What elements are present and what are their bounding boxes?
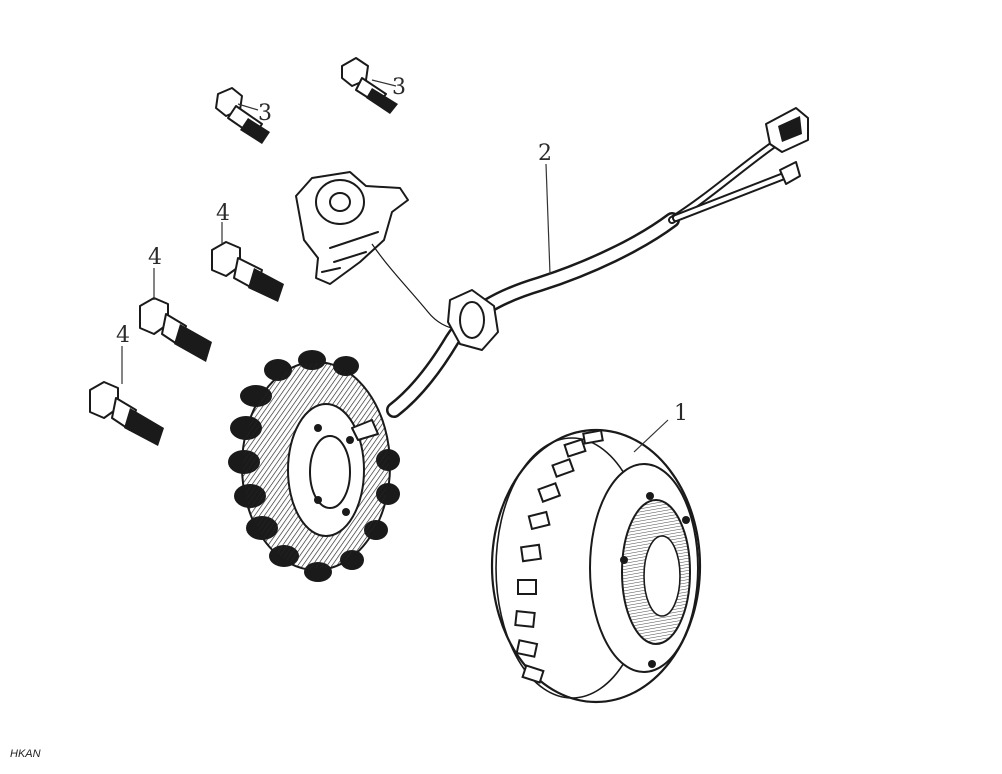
callout-3b: 3 (392, 75, 406, 100)
pickup-sensor (295, 171, 461, 331)
wire-harness (386, 107, 809, 418)
brand-mark: HKAN (10, 748, 41, 760)
bolt-4a (211, 241, 284, 302)
callout-1: 1 (674, 401, 688, 426)
callout-2: 2 (538, 141, 552, 166)
bolt-3b (341, 57, 398, 114)
bolt-4b (139, 297, 212, 362)
bolt-3a (215, 87, 270, 144)
flywheel (490, 428, 702, 704)
stator (228, 350, 400, 582)
callout-3a: 3 (258, 101, 272, 126)
bolt-4c (89, 381, 164, 446)
leader-lines (121, 79, 669, 453)
callout-4b: 4 (148, 245, 162, 270)
callout-4c: 4 (116, 323, 130, 348)
callout-4a: 4 (216, 201, 230, 226)
